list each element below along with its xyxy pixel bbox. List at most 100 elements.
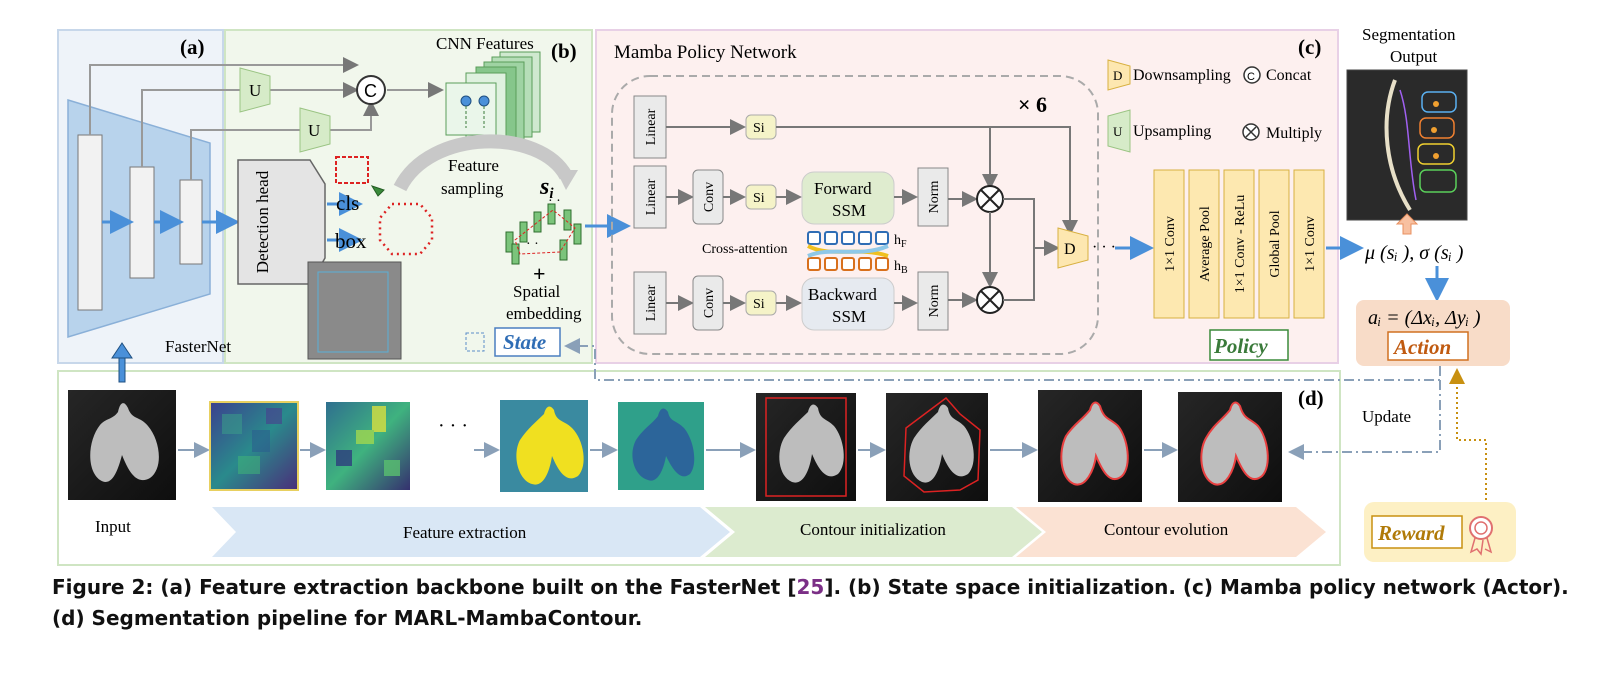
input-lung-shape [90, 403, 159, 482]
norm-backward [917, 271, 949, 331]
conv-forward-label: Conv [702, 182, 717, 212]
linear-top-label: Linear [644, 108, 659, 145]
backward-ssm-label-2: SSM [832, 307, 866, 326]
norm-forward [917, 167, 949, 227]
upsampling-label-2: U [308, 121, 320, 140]
policy-col-1-text: 1×1 Conv [1163, 216, 1178, 272]
contour-init-2-lung [909, 404, 974, 483]
caption-part-1: Figure 2: (a) Feature extraction backbon… [52, 575, 797, 599]
heatmap-3-lung [516, 406, 584, 485]
mamba-block-dashed [611, 75, 1099, 355]
linear-backward-text: Linear [644, 284, 659, 321]
si-top-label: Si [753, 121, 765, 136]
policy-col-2-text: Average Pool [1198, 206, 1213, 282]
forward-ssm-label-2: SSM [832, 201, 866, 220]
policy-col-5-text: 1×1 Conv [1303, 216, 1318, 272]
cls-label: cls [336, 191, 359, 215]
policy-col-3-text: 1×1 Conv - ReLu [1233, 195, 1248, 294]
legend-concat-label: Concat [1266, 67, 1312, 84]
reward-box [1371, 515, 1463, 549]
policy-col-4-text: Global Pool [1268, 210, 1283, 277]
feature-sampling-label-1: Feature [448, 156, 499, 175]
panel-a-label: (a) [180, 35, 205, 59]
policy-col-5 [1293, 169, 1325, 319]
policy-label: Policy [1213, 334, 1268, 358]
skip-line-2 [141, 89, 240, 167]
action-formula: aᵢ = (Δxᵢ, Δyᵢ ) [1368, 307, 1481, 329]
state-si-sub: i [549, 186, 554, 202]
policy-col-1 [1153, 169, 1185, 319]
linear-forward-label: Linear [644, 178, 659, 215]
contour-init-1-box [765, 397, 847, 497]
spatial-embedding-1: Spatial [513, 282, 560, 301]
cross-attention-label: Cross-attention [702, 242, 788, 257]
input-up-arrow [111, 342, 133, 383]
input-label: Input [95, 517, 131, 536]
detection-head-text: Detection head [253, 170, 272, 273]
contour-init-2-contour [903, 396, 981, 493]
caption-reference-link[interactable]: 25 [796, 575, 825, 599]
skip-line-3 [190, 129, 300, 180]
policy-col-4 [1258, 169, 1290, 319]
detection-head-label: Detection head [253, 170, 272, 273]
action-to-state-path [564, 338, 1441, 381]
cnn-feature-maps [445, 51, 541, 148]
conv-forward-text: Conv [702, 182, 717, 212]
detection-preview-image [307, 261, 402, 360]
update-label: Update [1362, 407, 1411, 426]
legend-concat-icon [1243, 66, 1261, 84]
multiply-forward-x [980, 189, 1000, 209]
contour-evo-2-lung [1200, 401, 1269, 486]
h-b: h [894, 259, 901, 274]
figure-caption: Figure 2: (a) Feature extraction backbon… [52, 572, 1592, 634]
caption-part-2: ]. (b) State space initialization. (c) M… [52, 575, 1569, 630]
update-path [1288, 380, 1441, 460]
stage-label-feature-extraction: Feature extraction [403, 523, 527, 542]
panel-d-label: (d) [1298, 386, 1324, 410]
pipe-ellipsis: · · · [438, 415, 468, 437]
seg-output-title-1: Segmentation [1362, 25, 1456, 44]
legend-downsampling-d: D [1113, 68, 1122, 83]
legend-upsampling-u: U [1113, 124, 1123, 139]
cross-attention-tokens [807, 231, 889, 271]
norm-forward-text: Norm [927, 181, 942, 214]
legend-multiply-label: Multiply [1266, 125, 1322, 142]
stage-arrow-feature-extraction [212, 507, 730, 557]
d-ellipsis: · · · [1092, 239, 1116, 256]
heatmap-4-lung [632, 408, 695, 481]
concat-label: C [364, 81, 377, 101]
legend-multiply-x [1245, 126, 1257, 138]
state-dashed-icon [465, 332, 485, 352]
architecture-diagram: (a) (b) (c) (d) FasterNet U U C CNN Feat… [57, 25, 1516, 566]
conv-backward-label: Conv [702, 288, 717, 318]
stage-label-contour-init: Contour initialization [800, 520, 946, 539]
detection-head [237, 159, 326, 285]
heatmap-2 [326, 402, 410, 490]
backbone-block-2 [129, 166, 155, 279]
legend-concat-c: C [1247, 71, 1255, 83]
h-b-sub: B [901, 265, 908, 276]
mult-f-to-d [1003, 198, 1060, 256]
cnn-features-title: CNN Features [436, 34, 534, 53]
contour-init-1-lung [779, 404, 844, 483]
cls-dashed-box [335, 156, 369, 184]
fasternet-label: FasterNet [165, 337, 231, 356]
action-box [1387, 331, 1469, 361]
h-f-label: hF [894, 233, 907, 250]
si-forward-label: Si [753, 191, 765, 206]
h-b-label: hB [894, 259, 908, 276]
backbone-block-3 [179, 179, 203, 265]
green-small-arrow [370, 185, 385, 197]
skip-line-1 [89, 57, 359, 135]
backward-ssm-label-1: Backward [808, 285, 877, 304]
norm-backward-label: Norm [927, 285, 942, 318]
legend-upsampling-label: Upsampling [1133, 123, 1211, 140]
backbone-block-1 [77, 134, 103, 311]
action-label: Action [1392, 335, 1451, 359]
si-top-path [776, 126, 1078, 236]
policy-box [1209, 329, 1289, 361]
linear-forward [633, 165, 667, 229]
sampled-features: · · · · [505, 194, 582, 265]
stage-label-contour-evo: Contour evolution [1104, 520, 1229, 539]
seg-output-image [1346, 69, 1468, 221]
